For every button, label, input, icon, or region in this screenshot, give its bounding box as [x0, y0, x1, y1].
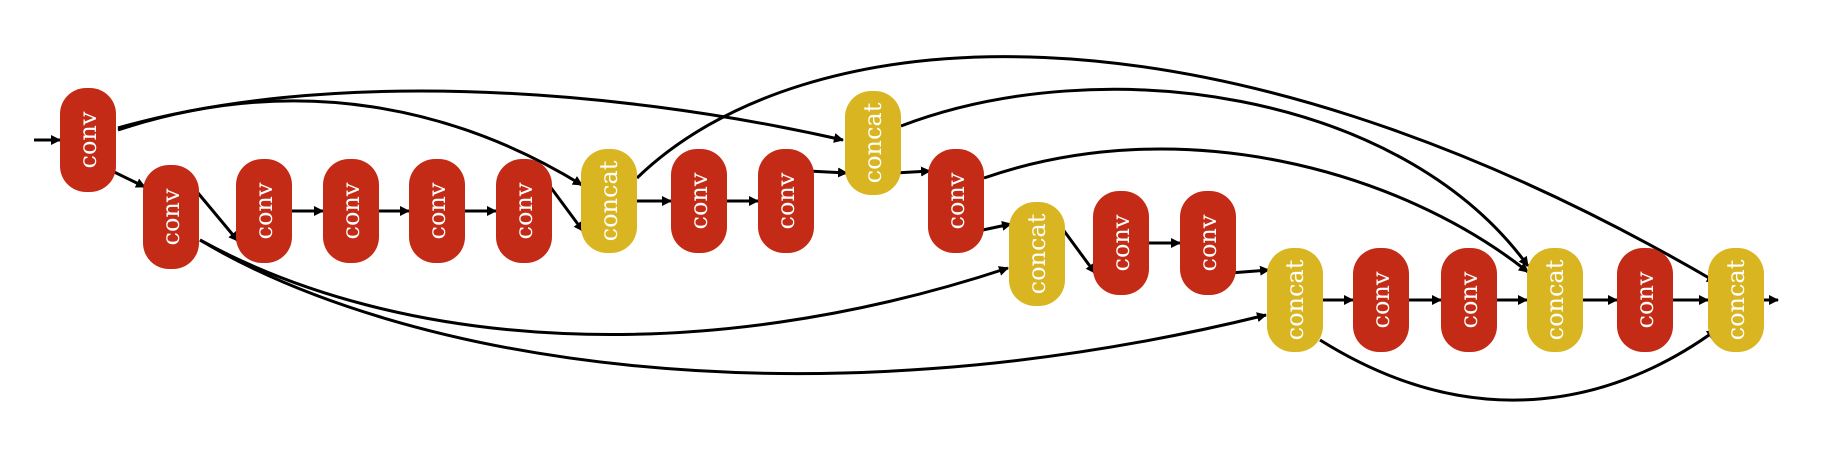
- conv-node-label: conv: [685, 172, 713, 229]
- conv-node: conv: [928, 149, 984, 253]
- edge-n2-n12: [199, 238, 1009, 336]
- concat-node: concat: [1267, 248, 1323, 352]
- concat-node: concat: [581, 149, 637, 253]
- conv-node-label: conv: [250, 182, 278, 239]
- conv-node-shape: [1353, 248, 1409, 352]
- conv-node-label: conv: [1367, 271, 1395, 328]
- conv-node-label: conv: [423, 182, 451, 239]
- concat-node-label: concat: [1722, 259, 1750, 340]
- conv-node: conv: [1441, 248, 1497, 352]
- conv-node-shape: [758, 149, 814, 253]
- conv-node-shape: [1617, 248, 1673, 352]
- conv-node: conv: [1353, 248, 1409, 352]
- concat-node-label: concat: [595, 160, 623, 241]
- conv-node: conv: [496, 159, 552, 263]
- conv-node: conv: [671, 149, 727, 253]
- conv-node: conv: [236, 159, 292, 263]
- edge-n2-n15: [199, 238, 1267, 376]
- conv-node: conv: [1180, 191, 1236, 295]
- edge-n10-n11: [894, 166, 931, 177]
- concat-node-shape: [1708, 248, 1764, 352]
- conv-node-shape: [1093, 191, 1149, 295]
- edge-n11-n18: [983, 147, 1529, 274]
- edges: [34, 55, 1779, 402]
- conv-node-label: conv: [772, 172, 800, 229]
- concat-node: concat: [1527, 248, 1583, 352]
- conv-node: conv: [60, 88, 116, 192]
- conv-node-label: conv: [510, 182, 538, 239]
- concat-node-shape: [845, 91, 901, 195]
- edge-n7-n20: [635, 55, 1717, 284]
- concat-node: concat: [845, 91, 901, 195]
- edge-n9-n10: [807, 167, 848, 178]
- edge-n6-n7: [544, 180, 585, 232]
- conv-node: conv: [758, 149, 814, 253]
- conv-node-shape: [323, 159, 379, 263]
- conv-node-label: conv: [1107, 214, 1135, 271]
- conv-node-shape: [143, 165, 199, 269]
- concat-node-label: concat: [1023, 213, 1051, 294]
- conv-node-shape: [60, 88, 116, 192]
- conv-node-shape: [1180, 191, 1236, 295]
- conv-node-shape: [671, 149, 727, 253]
- conv-node: conv: [409, 159, 465, 263]
- edge-n2-n3: [191, 186, 240, 242]
- concat-node: concat: [1009, 202, 1065, 306]
- conv-node: conv: [1617, 248, 1673, 352]
- conv-node-label: conv: [157, 188, 185, 245]
- edge-n14-n15: [1229, 265, 1270, 276]
- edge-n1-n2: [109, 168, 146, 189]
- conv-node-label: conv: [74, 111, 102, 168]
- conv-node-label: conv: [337, 182, 365, 239]
- concat-node-shape: [1527, 248, 1583, 352]
- concat-node: concat: [1708, 248, 1764, 352]
- concat-node-label: concat: [859, 102, 887, 183]
- conv-node-label: conv: [1631, 271, 1659, 328]
- concat-node-shape: [581, 149, 637, 253]
- concat-node-shape: [1009, 202, 1065, 306]
- edge-n1-n10: [117, 89, 844, 143]
- conv-node-shape: [236, 159, 292, 263]
- concat-node-label: concat: [1281, 259, 1309, 340]
- conv-node-shape: [928, 149, 984, 253]
- conv-node-label: conv: [1455, 271, 1483, 328]
- conv-node-shape: [496, 159, 552, 263]
- conv-node: conv: [1093, 191, 1149, 295]
- edge-n15-n20: [1319, 328, 1717, 402]
- conv-node: conv: [143, 165, 199, 269]
- concat-node-shape: [1267, 248, 1323, 352]
- conv-node-shape: [409, 159, 465, 263]
- conv-node: conv: [323, 159, 379, 263]
- nodes: conv conv conv conv conv conv concat conv conv co…: [60, 88, 1764, 352]
- edge-n10-n18: [900, 87, 1530, 267]
- concat-node-label: concat: [1541, 259, 1569, 340]
- conv-node-shape: [1441, 248, 1497, 352]
- conv-node-label: conv: [942, 172, 970, 229]
- conv-node-label: conv: [1194, 214, 1222, 271]
